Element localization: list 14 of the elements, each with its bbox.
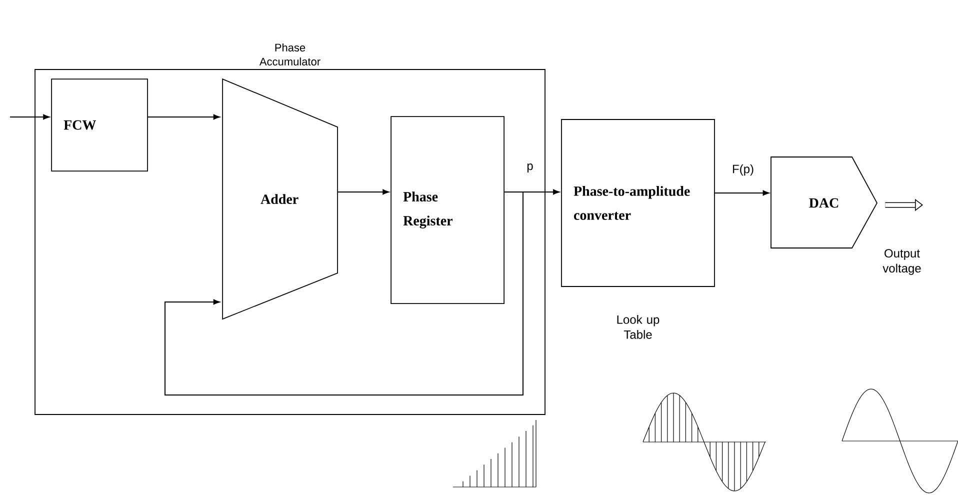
edge-label: F(p): [731, 163, 755, 177]
arrow: [10, 114, 50, 120]
output-label: Output voltage: [882, 249, 921, 275]
process-box: FCW: [51, 78, 148, 172]
node-label: Phase Accumulator: [259, 43, 320, 66]
arrow: [148, 114, 220, 120]
node-label: Look up Table: [617, 315, 660, 339]
arrow: [337, 189, 390, 195]
dac-block: DAC: [770, 156, 878, 248]
edge-label: p: [526, 162, 534, 174]
process-box: Phase Register: [390, 116, 504, 304]
process-box: Phase-to-amplitude converter: [561, 119, 715, 287]
arrow: [714, 190, 770, 196]
arrow: [164, 192, 524, 396]
